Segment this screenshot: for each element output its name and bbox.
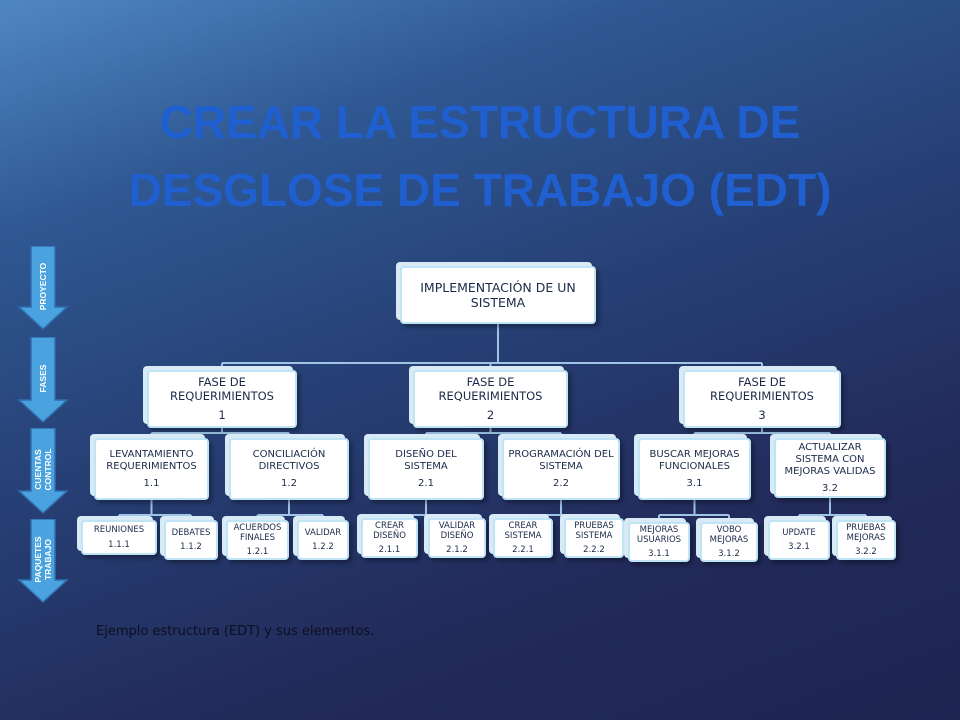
work-package-node-1-2-1: ACUERDOS FINALES 1.2.1 [226,520,289,560]
phase-node-3-code: 3 [758,408,766,423]
phase-node-1: FASE DE REQUERIMIENTOS 1 [147,370,297,428]
control-account-node-2-1-label: DISEÑO DEL SISTEMA [395,449,457,472]
control-account-node-3-1-label: BUSCAR MEJORAS FUNCIONALES [649,449,740,472]
work-package-node-3-2-1: UPDATE 3.2.1 [768,520,830,560]
phase-node-3: FASE DE REQUERIMIENTOS 3 [683,370,841,428]
work-package-node-3-1-1-code: 3.1.1 [648,549,670,560]
work-package-node-1-2-2: VALIDAR 1.2.2 [297,520,349,560]
work-package-node-1-1-1: REUNIONES 1.1.1 [81,520,157,555]
work-package-node-3-1-2-label: VOBO MEJORAS [709,524,749,545]
control-account-node-1-1: LEVANTAMIENTO REQUERIMIENTOS 1.1 [94,438,209,500]
level-label: PROYECTO [38,262,48,311]
work-package-node-2-2-2-label: PRUEBAS SISTEMA [574,520,614,541]
work-package-node-3-2-2: PRUEBAS MEJORAS 3.2.2 [836,520,896,560]
level-cuentas-control-arrow: CUENTAS CONTROL [17,428,69,515]
phase-node-1-label: FASE DE REQUERIMIENTOS [170,374,274,403]
phase-node-3-label: FASE DE REQUERIMIENTOS [710,374,814,403]
work-package-node-1-2-2-code: 1.2.2 [312,542,334,553]
work-package-node-2-1-1: CREAR DISEÑO 2.1.1 [361,518,418,558]
caption: Ejemplo estructura (EDT) y sus elementos… [96,624,375,639]
slide-title-line-2: DESGLOSE DE TRABAJO (EDT) [128,164,832,216]
work-package-node-3-1-2-code: 3.1.2 [718,549,740,560]
level-label: PAQUETES TRABAJO [33,536,53,583]
work-package-node-2-1-1-label: CREAR DISEÑO [373,520,406,541]
level-label: FASES [38,364,48,393]
down-arrow-icon [17,428,69,515]
slide-title-line-1: CREAR LA ESTRUCTURA DE [159,96,801,148]
control-account-node-1-2-code: 1.2 [281,478,297,489]
phase-node-2: FASE DE REQUERIMIENTOS 2 [413,370,568,428]
work-package-node-3-2-1-label: UPDATE [782,527,816,538]
work-package-node-2-2-2: PRUEBAS SISTEMA 2.2.2 [564,518,624,558]
phase-node-2-code: 2 [486,408,495,423]
control-account-node-1-1-code: 1.1 [143,478,160,489]
work-package-node-3-2-2-label: PRUEBAS MEJORAS [846,522,886,543]
control-account-node-1-2: CONCILIACIÓN DIRECTIVOS 1.2 [229,438,349,500]
work-package-node-1-2-2-label: VALIDAR [304,527,342,538]
work-package-node-3-1-1: MEJORAS USUARIOS 3.1.1 [628,522,690,562]
work-package-node-1-1-2: DEBATES 1.1.2 [164,520,218,560]
work-package-node-3-2-2-code: 3.2.2 [855,547,877,558]
down-arrow-icon [17,246,69,331]
control-account-node-1-1-label: LEVANTAMIENTO REQUERIMIENTOS [106,449,197,472]
phase-node-1-code: 1 [218,408,226,423]
root-node-label: IMPLEMENTACIÓN DE UN SISTEMA [420,280,576,310]
control-account-node-2-2: PROGRAMACIÓN DEL SISTEMA 2.2 [502,438,620,500]
root-node: IMPLEMENTACIÓN DE UN SISTEMA [400,266,596,324]
control-account-node-3-2-code: 3.2 [822,483,838,494]
level-fases-arrow: FASES [17,337,69,424]
work-package-node-2-1-2-code: 2.1.2 [446,545,468,556]
work-package-node-2-1-2-label: VALIDAR DISEÑO [438,520,476,541]
control-account-node-3-2-label: ACTUALIZAR SISTEMA CON MEJORAS VALIDAS [784,442,876,477]
work-package-node-3-1-2: VOBO MEJORAS 3.1.2 [700,522,758,562]
work-package-node-2-2-2-code: 2.2.2 [583,545,605,556]
down-arrow-icon [17,519,69,604]
level-label: CUENTAS CONTROL [33,448,53,491]
work-package-node-2-2-1-code: 2.2.1 [512,545,534,556]
phase-node-2-label: FASE DE REQUERIMIENTOS [438,374,543,403]
work-package-node-3-1-1-label: MEJORAS USUARIOS [636,524,682,545]
work-package-node-2-1-1-code: 2.1.1 [378,545,401,556]
level-proyecto-arrow: PROYECTO [17,246,69,331]
work-package-node-2-1-2: VALIDAR DISEÑO 2.1.2 [428,518,486,558]
down-arrow-icon [17,337,69,424]
work-package-node-1-2-1-label: ACUERDOS FINALES [233,522,282,543]
work-package-node-1-1-1-label: REUNIONES [93,525,145,536]
control-account-node-3-2: ACTUALIZAR SISTEMA CON MEJORAS VALIDAS 3.… [774,438,886,498]
control-account-node-2-1-code: 2.1 [418,478,434,489]
work-package-node-2-2-1: CREAR SISTEMA 2.2.1 [493,518,553,558]
work-package-node-1-1-1-code: 1.1.1 [108,539,130,550]
control-account-node-3-1: BUSCAR MEJORAS FUNCIONALES 3.1 [638,438,751,500]
work-package-node-1-2-1-code: 1.2.1 [246,547,269,558]
work-package-node-3-2-1-code: 3.2.1 [788,542,810,553]
control-account-node-2-2-label: PROGRAMACIÓN DEL SISTEMA [508,449,614,472]
work-package-node-2-2-1-label: CREAR SISTEMA [504,520,542,541]
work-package-node-1-1-2-label: DEBATES [171,527,211,538]
level-paquetes-trabajo-arrow: PAQUETES TRABAJO [17,519,69,604]
control-account-node-3-1-code: 3.1 [686,478,703,489]
control-account-node-1-2-label: CONCILIACIÓN DIRECTIVOS [252,449,326,472]
work-package-node-1-1-2-code: 1.1.2 [180,542,202,553]
control-account-node-2-2-code: 2.2 [553,478,569,489]
control-account-node-2-1: DISEÑO DEL SISTEMA 2.1 [368,438,484,500]
